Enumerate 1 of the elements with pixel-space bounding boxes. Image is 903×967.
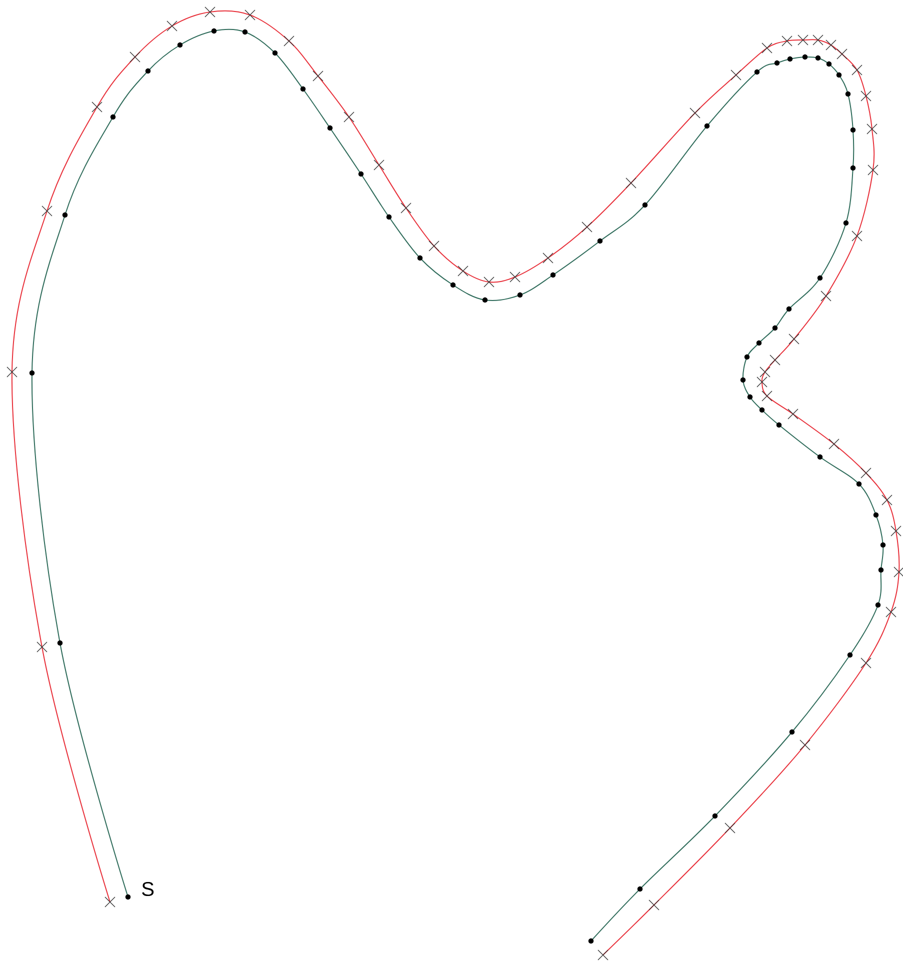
point-label: S xyxy=(142,882,154,896)
